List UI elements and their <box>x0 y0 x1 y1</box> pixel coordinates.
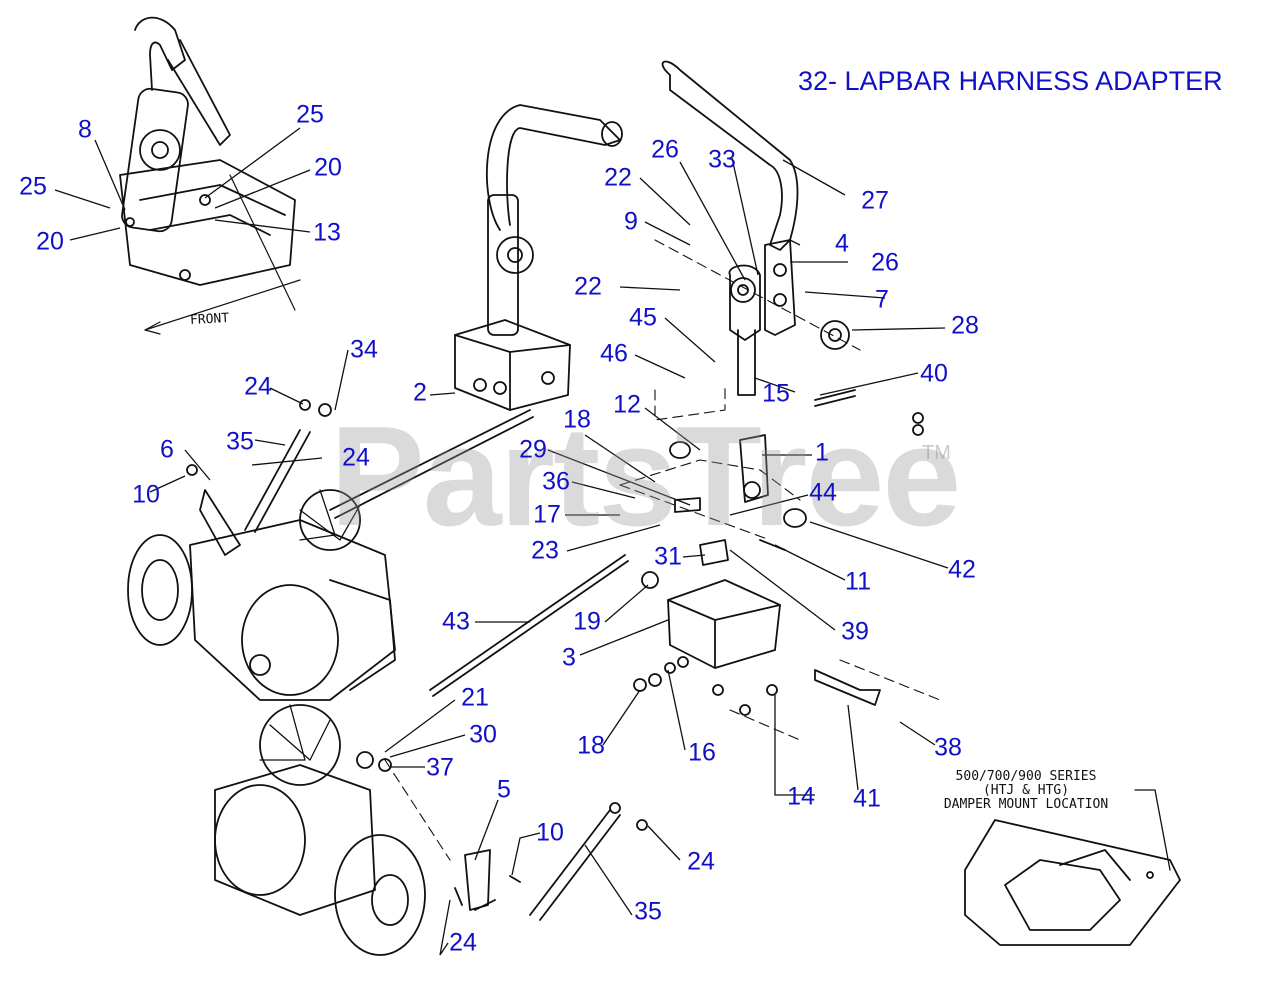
damper-note: 500/700/900 SERIES (HTJ & HTG) DAMPER MO… <box>916 770 1136 812</box>
callout-17: 17 <box>533 500 561 529</box>
callout-4: 4 <box>835 229 849 258</box>
callout-34: 34 <box>350 335 378 364</box>
callout-39: 39 <box>841 617 869 646</box>
callout-2: 2 <box>413 378 427 407</box>
callout-29: 29 <box>519 435 547 464</box>
callout-41: 41 <box>853 784 881 813</box>
damper-note-line: DAMPER MOUNT LOCATION <box>943 797 1109 812</box>
callout-18: 18 <box>563 405 591 434</box>
watermark-trademark: TM <box>922 442 951 464</box>
callout-20: 20 <box>314 153 342 182</box>
callout-33: 33 <box>708 145 736 174</box>
callout-37: 37 <box>426 753 454 782</box>
callout-5: 5 <box>497 775 511 804</box>
callout-16: 16 <box>688 738 716 767</box>
leader-lines <box>54 127 949 956</box>
callout-43: 43 <box>442 607 470 636</box>
callout-40: 40 <box>920 359 948 388</box>
callout-26: 26 <box>651 135 679 164</box>
callout-11: 11 <box>845 567 871 596</box>
damper-note-line: (HTJ & HTG) <box>982 783 1070 798</box>
callout-21: 21 <box>461 683 489 712</box>
lower-transmission <box>214 704 426 956</box>
callout-8: 8 <box>78 115 92 144</box>
callout-18: 18 <box>577 731 605 760</box>
center-lapbar-assembly <box>454 104 623 411</box>
callout-14: 14 <box>787 782 815 811</box>
callout-20: 20 <box>36 227 64 256</box>
damper-note-line: 500/700/900 SERIES <box>955 769 1097 784</box>
upper-transmission <box>127 489 396 701</box>
callout-10: 10 <box>132 480 160 509</box>
inset-lapbar-assembly <box>119 16 301 335</box>
callout-7: 7 <box>875 285 889 314</box>
damper-mount-plate <box>964 789 1181 946</box>
callout-22: 22 <box>604 163 632 192</box>
callout-24: 24 <box>687 847 715 876</box>
callout-25: 25 <box>296 100 324 129</box>
callout-30: 30 <box>469 720 497 749</box>
callout-26: 26 <box>871 248 899 277</box>
callout-15: 15 <box>762 379 790 408</box>
callout-35: 35 <box>226 427 254 456</box>
callout-19: 19 <box>573 607 601 636</box>
callout-13: 13 <box>313 218 341 247</box>
callout-25: 25 <box>19 172 47 201</box>
callout-38: 38 <box>934 733 962 762</box>
callout-24: 24 <box>342 443 370 472</box>
front-direction-label: FRONT <box>189 310 230 329</box>
callout-3: 3 <box>562 643 576 672</box>
callout-42: 42 <box>948 555 976 584</box>
callout-9: 9 <box>624 207 638 236</box>
linkage-rods <box>186 399 648 921</box>
right-lapbar-exploded <box>661 60 924 436</box>
callout-28: 28 <box>951 311 979 340</box>
mount-bracket-parts <box>633 434 881 716</box>
callout-35: 35 <box>634 897 662 926</box>
callout-1: 1 <box>815 438 829 467</box>
callout-31: 31 <box>654 542 682 571</box>
callout-6: 6 <box>160 435 174 464</box>
exploded-guide-lines <box>384 239 941 861</box>
diagram-title: 32- LAPBAR HARNESS ADAPTER <box>798 66 1223 96</box>
callout-23: 23 <box>531 536 559 565</box>
callout-24: 24 <box>449 928 477 957</box>
callout-22: 22 <box>574 272 602 301</box>
callout-44: 44 <box>809 478 837 507</box>
callout-36: 36 <box>542 467 570 496</box>
callout-24: 24 <box>244 372 272 401</box>
callout-45: 45 <box>629 303 657 332</box>
callout-10: 10 <box>536 818 564 847</box>
callout-27: 27 <box>861 186 889 215</box>
callout-12: 12 <box>613 390 641 419</box>
callout-46: 46 <box>600 339 628 368</box>
